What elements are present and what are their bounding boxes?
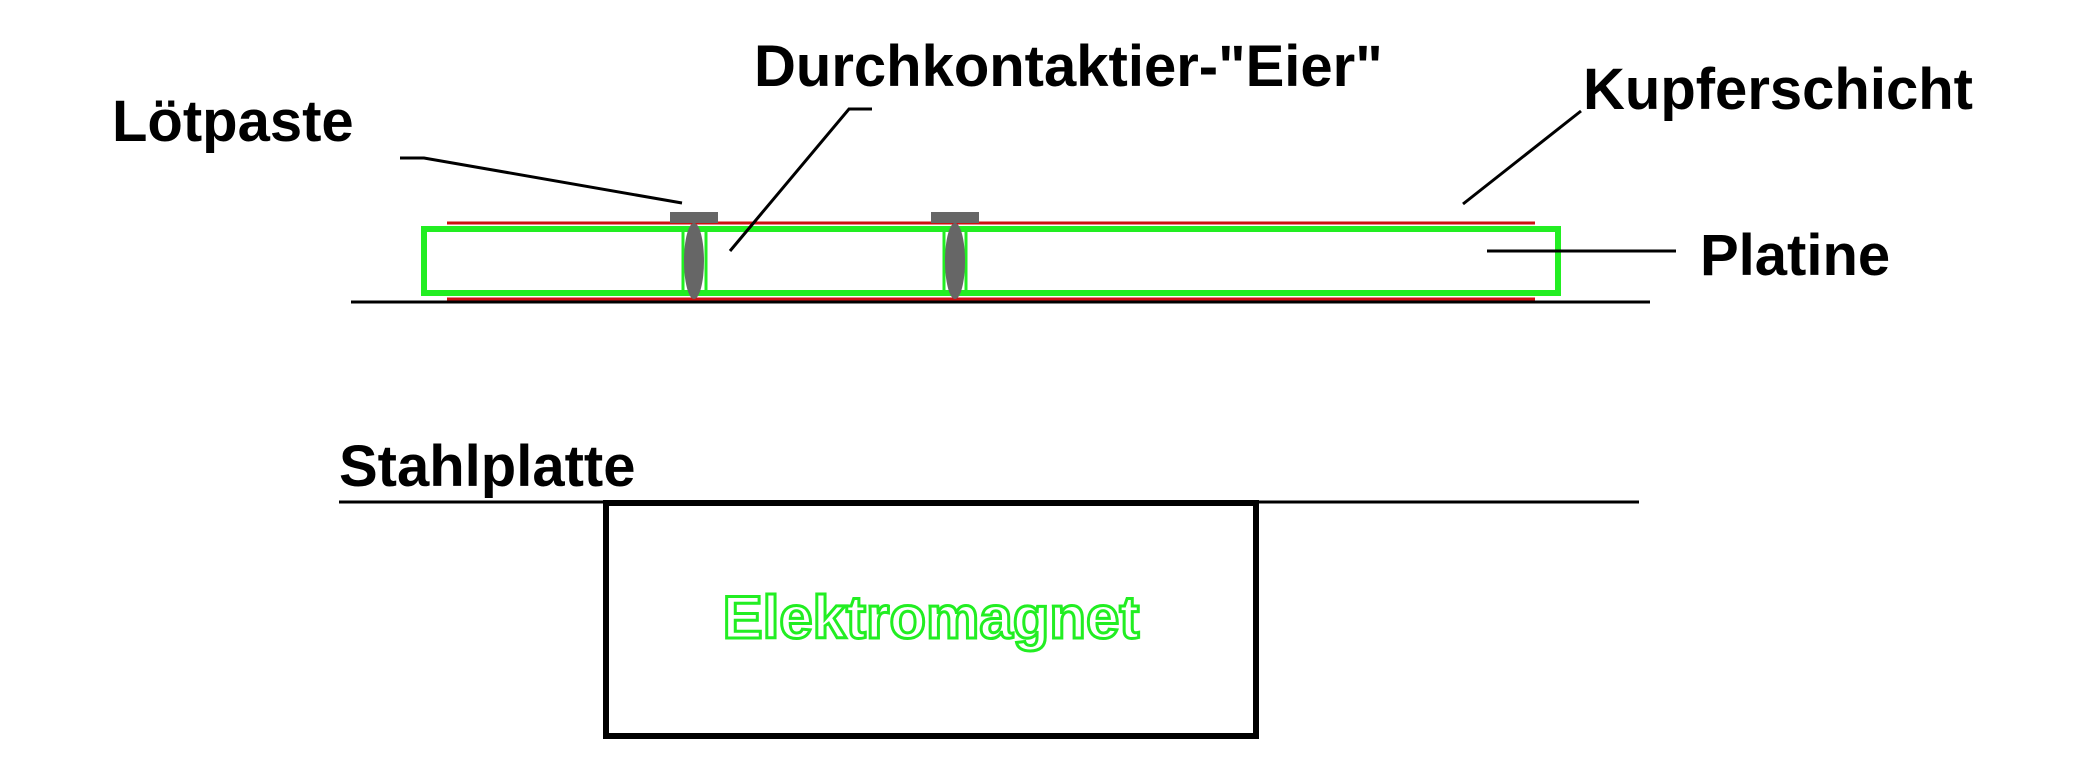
label-elektromagnet: Elektromagnet [723, 584, 1140, 651]
via-1-egg [684, 223, 704, 299]
leader-loetpaste [400, 156, 683, 205]
label-stahlplatte: Stahlplatte [339, 434, 636, 499]
solder-paste-pad-1 [670, 212, 718, 223]
label-platine: Platine [1700, 223, 1890, 288]
label-durchkontaktier: Durchkontaktier-"Eier" [754, 34, 1383, 99]
circuit-board [421, 226, 1561, 296]
label-kupferschicht: Kupferschicht [1583, 57, 1973, 122]
electromagnet-box [603, 500, 1259, 739]
via-2-egg [945, 223, 965, 299]
leader-kupferschicht [1462, 109, 1582, 206]
solder-paste-pad-2 [931, 212, 979, 223]
label-loetpaste: Lötpaste [112, 89, 354, 154]
leader-durchkontaktier [728, 107, 872, 252]
